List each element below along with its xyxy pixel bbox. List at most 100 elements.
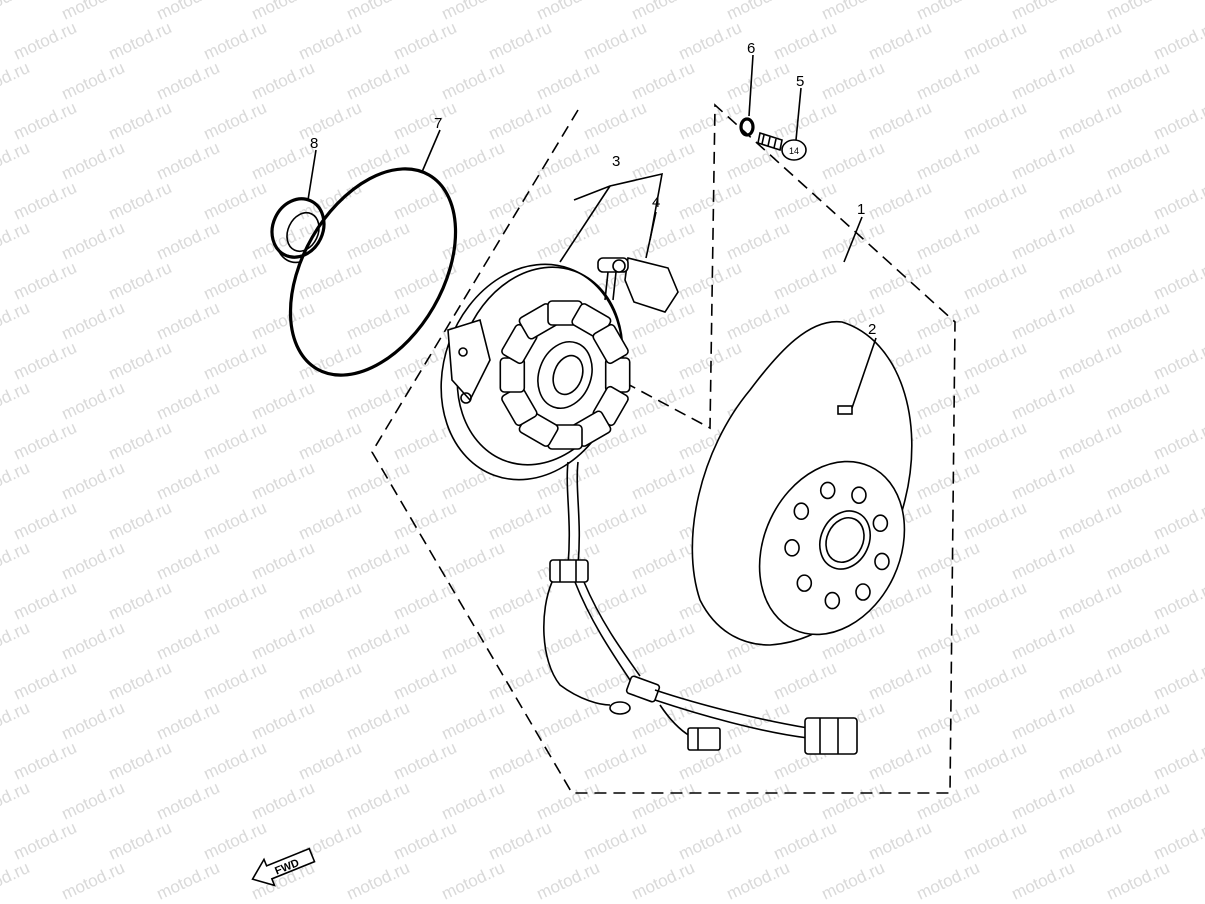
watermark-text: motod.ru (59, 858, 128, 904)
watermark-text: motod.ru (106, 818, 175, 864)
rotor-hole (872, 514, 889, 532)
watermark-text: motod.ru (866, 738, 935, 784)
watermark-text: motod.ru (581, 18, 650, 64)
watermark-text: motod.ru (629, 698, 698, 744)
watermark-text: motod.ru (1056, 498, 1125, 544)
rotor-hole (855, 583, 871, 601)
watermark-text: motod.ru (154, 698, 223, 744)
watermark-text: motod.ru (201, 98, 270, 144)
watermark-text: motod.ru (1104, 58, 1173, 104)
watermark-text: motod.ru (201, 18, 270, 64)
watermark-text: motod.ru (1009, 138, 1078, 184)
rotor-hole (824, 591, 841, 610)
watermark-text: motod.ru (344, 138, 413, 184)
watermark-text: motod.ru (1009, 378, 1078, 424)
watermark-text: motod.ru (724, 858, 793, 904)
watermark-text: motod.ru (819, 858, 888, 904)
leader-lines (307, 54, 877, 409)
watermark-text: motod.ru (344, 538, 413, 584)
watermark-text: motod.ru (1151, 258, 1205, 304)
bolt-head-mark: 14 (789, 146, 799, 156)
watermark-text: motod.ru (486, 818, 555, 864)
rotor-hole (851, 486, 867, 504)
watermark-text: motod.ru (11, 98, 80, 144)
watermark-text: motod.ru (439, 698, 508, 744)
watermark-text: motod.ru (676, 658, 745, 704)
watermark-text: motod.ru (486, 18, 555, 64)
watermark-text: motod.ru (1056, 818, 1125, 864)
watermark-text: motod.ru (391, 98, 460, 144)
watermark-text: motod.ru (771, 178, 840, 224)
watermark-text: motod.ru (629, 378, 698, 424)
watermark-text: motod.ru (914, 138, 983, 184)
part-7-o-ring (288, 167, 458, 377)
watermark-text: motod.ru (11, 338, 80, 384)
watermark-text: motod.ru (629, 458, 698, 504)
watermark-text: motod.ru (1104, 778, 1173, 824)
watermark-text: motod.ru (11, 818, 80, 864)
watermark-text: motod.ru (629, 858, 698, 904)
watermark-text: motod.ru (914, 58, 983, 104)
watermark-text: motod.ru (439, 778, 508, 824)
watermark-text: motod.ru (0, 138, 32, 184)
watermark-text: motod.ru (581, 738, 650, 784)
watermark-text: motod.ru (1009, 538, 1078, 584)
watermark-text: motod.ru (961, 498, 1030, 544)
watermark-text: motod.ru (961, 738, 1030, 784)
watermark-text: motod.ru (1056, 418, 1125, 464)
watermark-text: motod.ru (59, 138, 128, 184)
watermark-text: motod.ru (201, 658, 270, 704)
watermark-text: motod.ru (1151, 818, 1205, 864)
watermark-text: motod.ru (771, 658, 840, 704)
watermark-text: motod.ru (676, 178, 745, 224)
callout-3: 3 (612, 153, 620, 170)
watermark-text: motod.ru (914, 858, 983, 904)
watermark-text: motod.ru (676, 818, 745, 864)
watermark-text: motod.ru (961, 338, 1030, 384)
watermark-text: motod.ru (201, 178, 270, 224)
watermark-text: motod.ru (344, 218, 413, 264)
watermark-text: motod.ru (154, 58, 223, 104)
watermark-text: motod.ru (11, 418, 80, 464)
watermark-text: motod.ru (1056, 658, 1125, 704)
watermark-text: motod.ru (0, 858, 32, 904)
watermark-text: motod.ru (1056, 738, 1125, 784)
watermark-text: motod.ru (59, 778, 128, 824)
watermark-text: motod.ru (154, 618, 223, 664)
watermark-text: motod.ru (59, 698, 128, 744)
watermark-text: motod.ru (1151, 578, 1205, 624)
watermark-text: motod.ru (961, 578, 1030, 624)
watermark-text: motod.ru (961, 418, 1030, 464)
watermark-text: motod.ru (11, 658, 80, 704)
watermark-text: motod.ru (1151, 898, 1205, 904)
watermark-text: motod.ru (1104, 698, 1173, 744)
watermark-text: motod.ru (344, 698, 413, 744)
watermark-text: motod.ru (724, 298, 793, 344)
watermark-text: motod.ru (296, 258, 365, 304)
watermark-text: motod.ru (1056, 338, 1125, 384)
watermark-text: motod.ru (486, 98, 555, 144)
watermark-text: motod.ru (914, 538, 983, 584)
rotor-hole (784, 539, 800, 557)
watermark-text: motod.ru (819, 58, 888, 104)
watermark-text: motod.ru (106, 338, 175, 384)
watermark-text: motod.ru (724, 58, 793, 104)
watermark-text: motod.ru (106, 98, 175, 144)
watermark-text: motod.ru (249, 138, 318, 184)
watermark-text: motod.ru (154, 378, 223, 424)
watermark-text: motod.ru (59, 298, 128, 344)
watermark-text: motod.ru (771, 898, 840, 904)
watermark-text: motod.ru (1151, 178, 1205, 224)
watermark-text: motod.ru (914, 378, 983, 424)
watermark-text: motod.ru (1151, 738, 1205, 784)
watermark-text: motod.ru (59, 58, 128, 104)
watermark-text: motod.ru (1056, 178, 1125, 224)
watermark-text: motod.ru (106, 178, 175, 224)
watermark-text: motod.ru (59, 458, 128, 504)
stator-pole (592, 323, 629, 365)
watermark-text: motod.ru (771, 98, 840, 144)
watermark-text: motod.ru (486, 498, 555, 544)
watermark-text: motod.ru (106, 498, 175, 544)
watermark-text: motod.ru (724, 218, 793, 264)
watermark-text: motod.ru (1009, 858, 1078, 904)
